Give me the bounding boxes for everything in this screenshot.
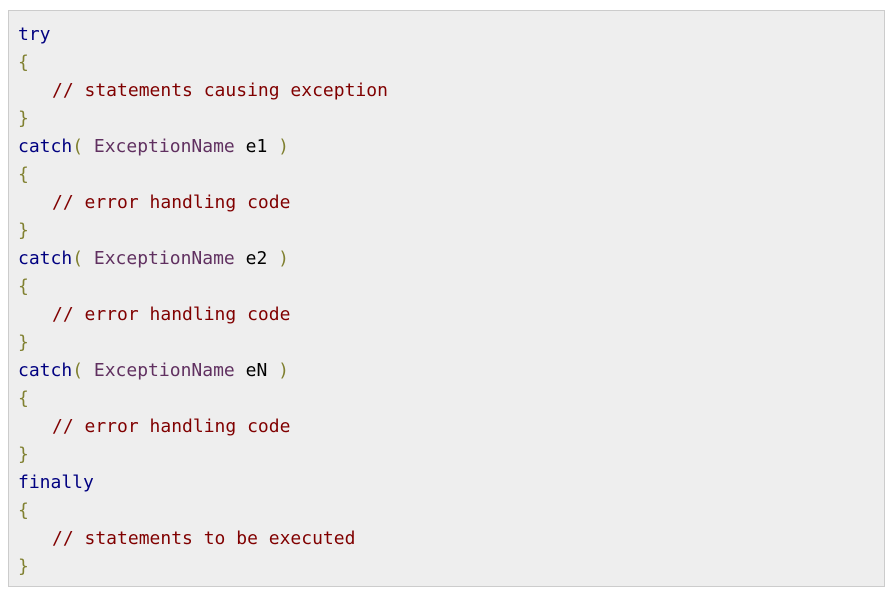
close-brace: } [18,556,29,577]
code-line-open-brace: { [18,161,884,189]
code-line-close-brace: } [18,553,884,581]
close-brace: } [18,444,29,465]
exception-type: ExceptionName [93,248,235,269]
code-line-open-brace: { [18,49,884,77]
exception-var-e1: e1 [245,136,268,157]
open-brace: { [18,500,29,521]
exception-type: ExceptionName [93,136,235,157]
close-brace: } [18,108,29,129]
code-line-comment: // error handling code [18,413,884,441]
comment-catch-body: // error handling code [52,304,291,325]
open-brace: { [18,164,29,185]
code-line-finally: finally [18,469,884,497]
code-line-comment: // error handling code [18,301,884,329]
code-line-close-brace: } [18,105,884,133]
close-brace: } [18,332,29,353]
comment-catch-body: // error handling code [52,416,291,437]
keyword-catch: catch [18,360,73,381]
keyword-catch: catch [18,136,73,157]
open-brace: { [18,276,29,297]
close-paren: ) [267,248,289,269]
open-brace: { [18,388,29,409]
exception-var-en: eN [245,360,268,381]
keyword-finally: finally [18,472,94,493]
keyword-catch: catch [18,248,73,269]
code-line-close-brace: } [18,329,884,357]
code-line-open-brace: { [18,497,884,525]
code-line-catch-n: catch( ExceptionName eN ) [18,357,884,385]
close-paren: ) [267,136,289,157]
open-brace: { [18,52,29,73]
code-line-open-brace: { [18,385,884,413]
keyword-try: try [18,24,51,45]
open-paren: ( [72,248,94,269]
code-line-open-brace: { [18,273,884,301]
comment-try-body: // statements causing exception [52,80,388,101]
exception-type: ExceptionName [93,360,235,381]
code-line-comment: // statements causing exception [18,77,884,105]
code-line-close-brace: } [18,441,884,469]
code-line-try: try [18,21,884,49]
code-block: try { // statements causing exception } … [8,10,885,587]
comment-finally-body: // statements to be executed [52,528,356,549]
close-brace: } [18,220,29,241]
code-line-comment: // statements to be executed [18,525,884,553]
code-line-catch-2: catch( ExceptionName e2 ) [18,245,884,273]
exception-var-e2: e2 [245,248,268,269]
code-line-catch-1: catch( ExceptionName e1 ) [18,133,884,161]
close-paren: ) [267,360,289,381]
comment-catch-body: // error handling code [52,192,291,213]
open-paren: ( [72,360,94,381]
code-line-close-brace: } [18,217,884,245]
code-line-comment: // error handling code [18,189,884,217]
open-paren: ( [72,136,94,157]
